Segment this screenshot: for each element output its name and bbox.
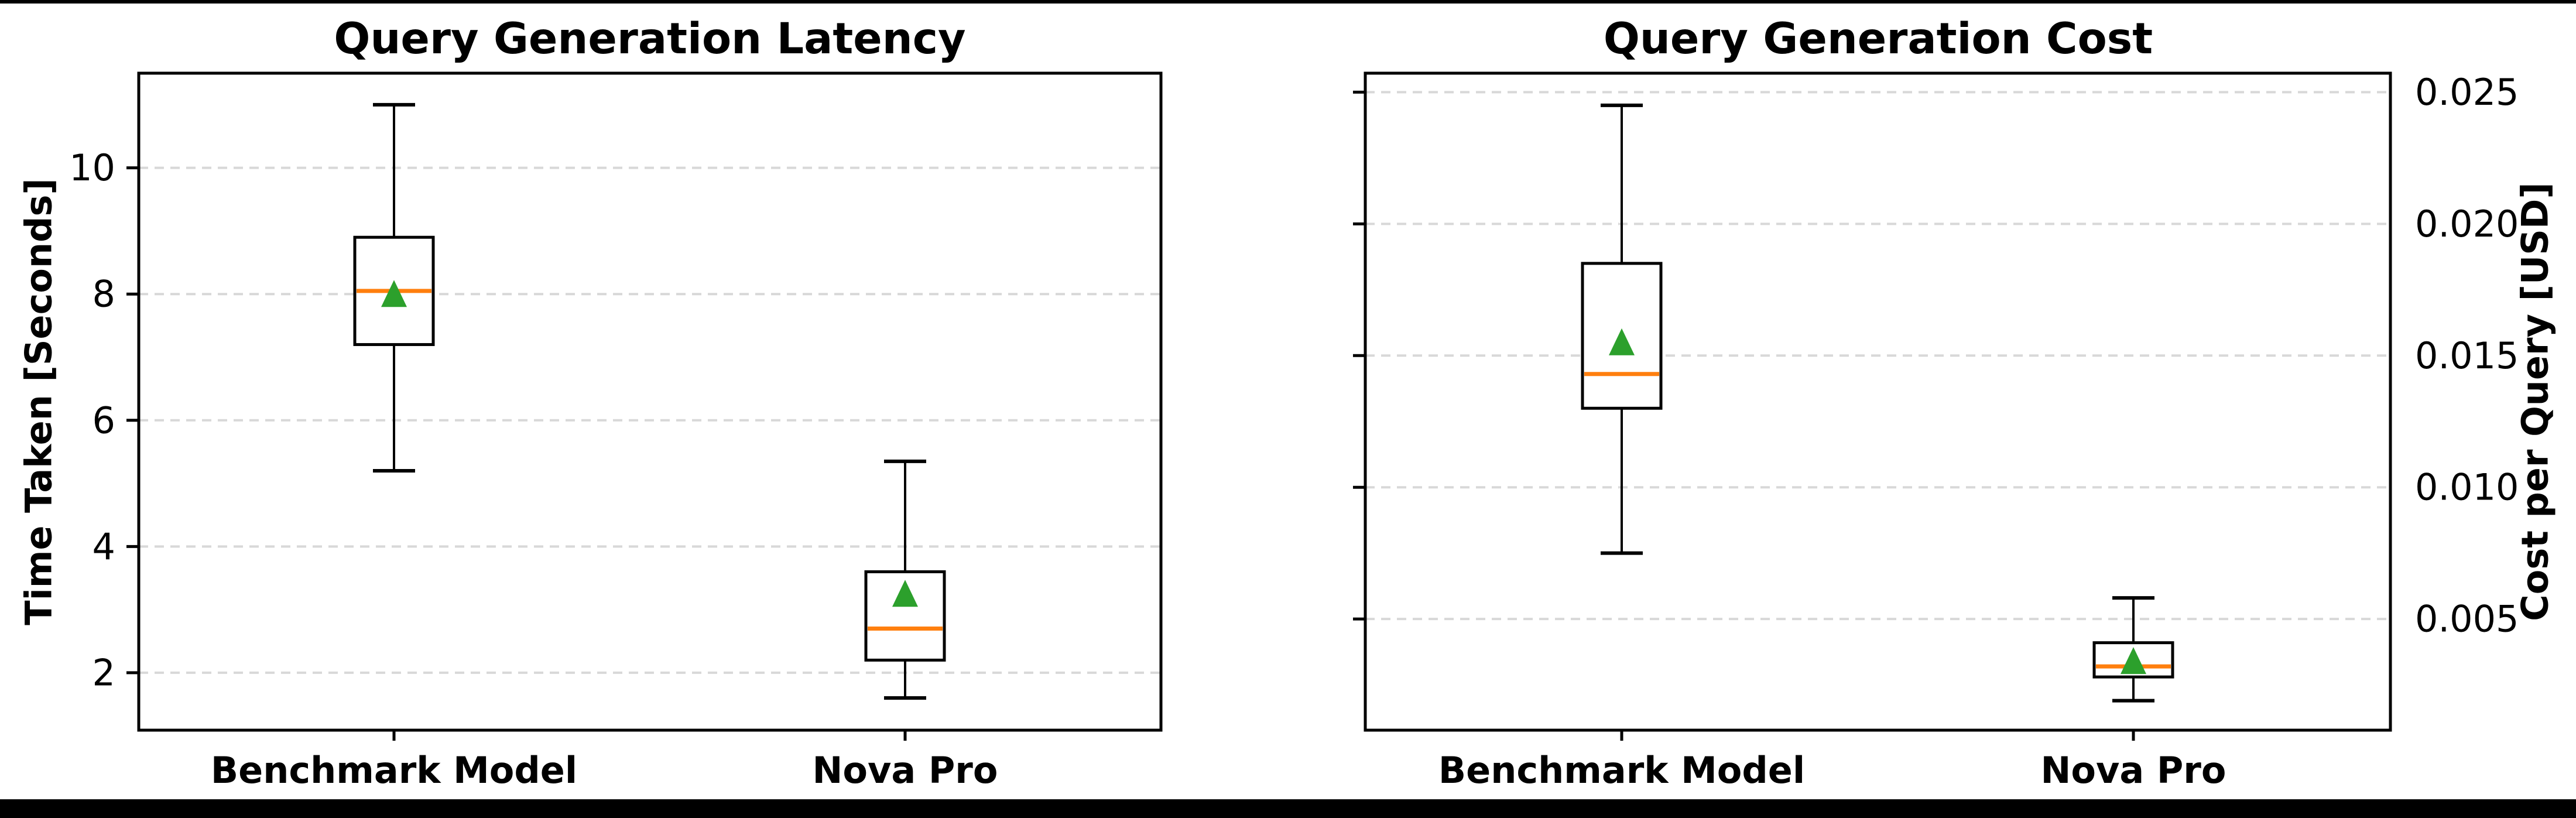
y-axis-label: Cost per Query [USD] bbox=[2514, 182, 2557, 621]
y-tick-label: 8 bbox=[93, 273, 115, 316]
y-tick-label: 0.025 bbox=[2415, 71, 2519, 114]
y-tick-label: 10 bbox=[69, 146, 115, 189]
chart-title: Query Generation Latency bbox=[334, 14, 965, 64]
chart-title: Query Generation Cost bbox=[1604, 14, 2153, 64]
y-tick-label: 0.005 bbox=[2415, 598, 2519, 641]
top-edge-bar bbox=[0, 0, 2576, 4]
bottom-edge-bar bbox=[0, 799, 2576, 818]
plot-frame bbox=[137, 71, 1163, 732]
y-tick-label: 0.020 bbox=[2415, 203, 2519, 245]
mean-marker bbox=[892, 580, 918, 607]
x-tick-label-nova-pro: Nova Pro bbox=[813, 749, 998, 792]
mean-marker bbox=[2121, 647, 2146, 675]
latency-chart: Query Generation Latency Time Taken [Sec… bbox=[18, 14, 1163, 792]
plot-frame bbox=[1364, 71, 2392, 732]
x-tick-label-nova-pro: Nova Pro bbox=[2041, 749, 2226, 792]
x-tick-label-benchmark-model: Benchmark Model bbox=[1438, 749, 1805, 792]
mean-marker bbox=[381, 280, 407, 307]
y-axis-label: Time Taken [Seconds] bbox=[18, 178, 60, 625]
y-tick-label: 4 bbox=[93, 525, 115, 568]
x-tick-label-benchmark-model: Benchmark Model bbox=[211, 749, 577, 792]
y-tick-label: 0.010 bbox=[2415, 466, 2519, 509]
cost-chart: Query Generation Cost Cost per Query [US… bbox=[1353, 14, 2557, 792]
y-tick-label: 0.015 bbox=[2415, 334, 2519, 377]
y-tick-label: 2 bbox=[93, 651, 115, 694]
y-tick-label: 6 bbox=[93, 399, 115, 441]
mean-marker bbox=[1609, 328, 1635, 355]
